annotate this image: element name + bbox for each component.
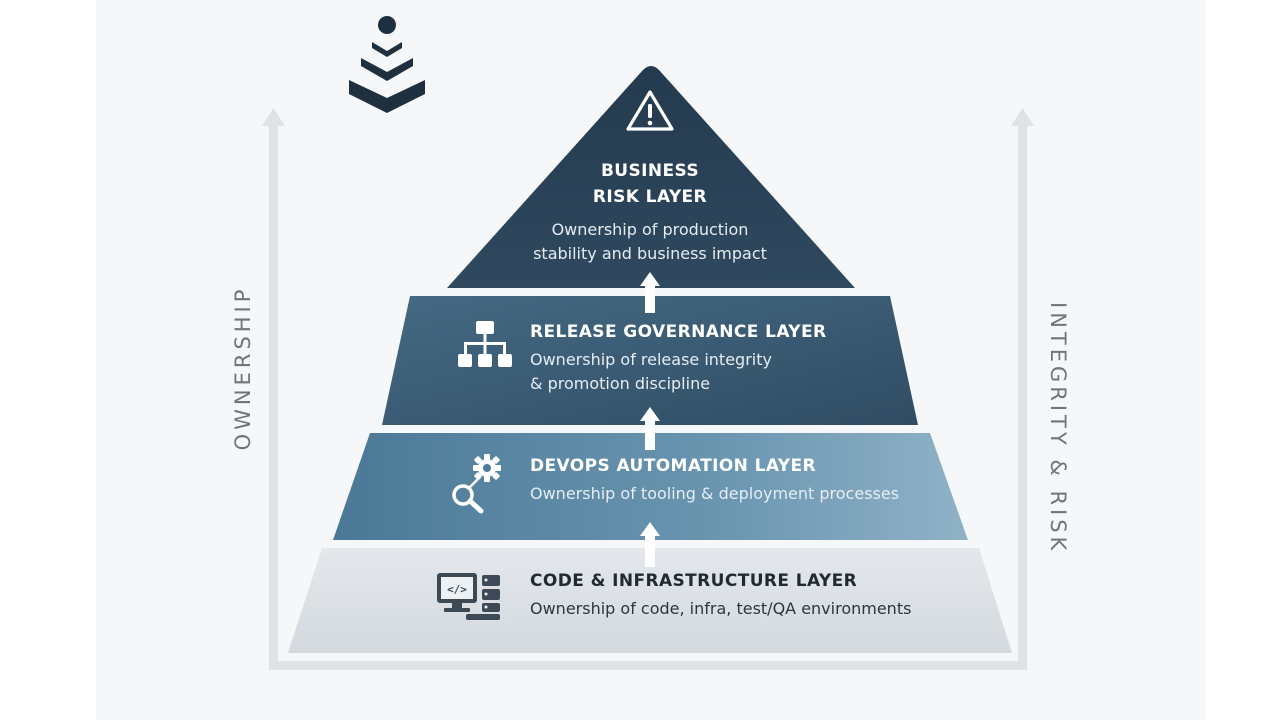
bottom-axis [269, 661, 1027, 670]
axis-frame [262, 108, 1034, 670]
layer-devops-automation: DEVOPS AUTOMATION LAYER Ownership of too… [530, 456, 950, 506]
gear-search-icon [452, 454, 501, 514]
layer-description: Ownership of code, infra, test/QA enviro… [530, 599, 912, 618]
hierarchy-icon [458, 321, 512, 367]
connector-arrows [640, 272, 660, 567]
right-axis [1018, 124, 1027, 670]
svg-text:</>: </> [447, 583, 467, 596]
left-axis-label: OWNERSHIP [231, 285, 255, 451]
layer-title: BUSINESS [600, 161, 700, 181]
left-axis [269, 124, 278, 670]
right-axis-label: INTEGRITY & RISK [1046, 302, 1070, 555]
layer-business-risk: BUSINESS RISK LAYER Ownership of product… [500, 158, 800, 266]
layer-governance-shape [382, 296, 918, 425]
layer-description-line: stability and business impact [533, 244, 767, 263]
layer-top-shape [447, 66, 855, 288]
layer-title: RELEASE GOVERNANCE LAYER [530, 322, 827, 342]
layer-description-line: Ownership of production [551, 220, 749, 239]
arrow-up-icon [640, 522, 660, 567]
warning-icon [626, 90, 674, 131]
arrow-up-icon [640, 272, 660, 313]
pyramid-layers [288, 66, 1012, 653]
layer-description: Ownership of production stability and bu… [500, 218, 800, 266]
right-axis-arrowhead [1011, 108, 1034, 126]
layer-description: Ownership of tooling & deployment proces… [530, 484, 900, 503]
layer-automation-shape [333, 433, 968, 540]
layer-description: Ownership of release integrity & promoti… [530, 348, 890, 396]
chevron-stack-icon [349, 16, 425, 113]
layer-description-line: & promotion discipline [530, 374, 711, 393]
left-axis-arrowhead [262, 108, 285, 126]
layer-code-infrastructure: CODE & INFRASTRUCTURE LAYER Ownership of… [530, 571, 970, 621]
layer-description-line: Ownership of release integrity [530, 350, 772, 369]
arrow-up-icon [640, 407, 660, 450]
code-server-icon: </> [437, 573, 500, 620]
layer-title: CODE & INFRASTRUCTURE LAYER [530, 571, 858, 591]
layer-release-governance: RELEASE GOVERNANCE LAYER Ownership of re… [530, 322, 890, 396]
layer-title: DEVOPS AUTOMATION LAYER [530, 456, 816, 476]
layer-title: RISK LAYER [592, 187, 708, 207]
